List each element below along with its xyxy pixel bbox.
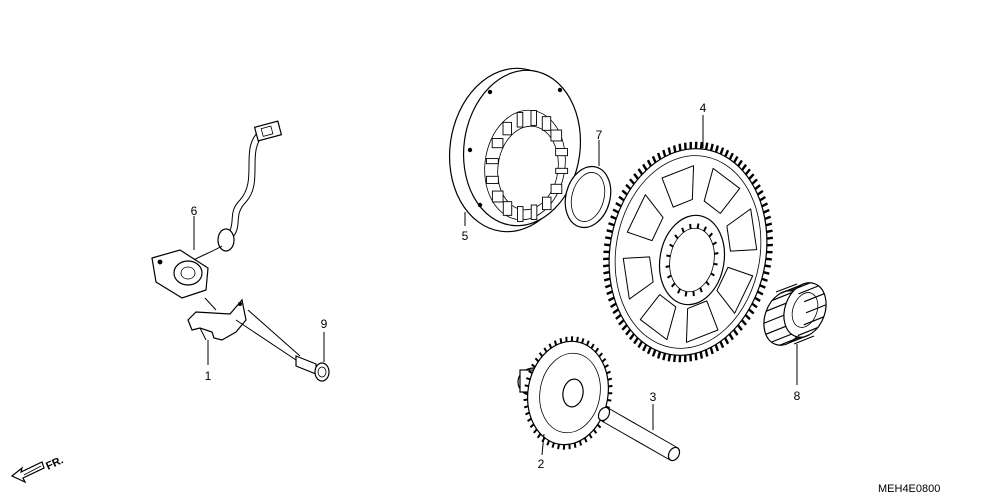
thrust-ring-part[interactable] [559, 161, 618, 232]
leader-line-2 [541, 433, 545, 456]
idle-gear-shaft-part[interactable] [596, 405, 682, 462]
callout-1[interactable]: 1 [205, 369, 212, 383]
driven-gear-part[interactable] [593, 136, 783, 368]
callout-9[interactable]: 9 [321, 317, 328, 331]
front-direction-label: FR. [44, 454, 65, 472]
callout-7[interactable]: 7 [596, 128, 603, 142]
callout-8[interactable]: 8 [794, 389, 801, 403]
diagram-code: MEH4E0800 [878, 483, 940, 495]
sensor-harness-part[interactable] [151, 120, 283, 299]
idle-gear-part[interactable] [517, 335, 616, 451]
callout-3[interactable]: 3 [650, 390, 657, 404]
callout-4[interactable]: 4 [700, 101, 707, 115]
callout-5[interactable]: 5 [462, 229, 469, 243]
bolt-part[interactable] [295, 355, 330, 382]
needle-bearing-part[interactable] [757, 277, 834, 351]
assembly-line [235, 319, 297, 361]
front-direction-arrow: FR. [10, 454, 65, 484]
assembly-line [204, 297, 217, 311]
assembly-line [247, 309, 301, 357]
sensor-bracket-part[interactable] [187, 298, 247, 341]
starter-clutch-part[interactable] [439, 60, 590, 240]
callout-2[interactable]: 2 [538, 457, 545, 471]
callout-6[interactable]: 6 [191, 204, 198, 218]
